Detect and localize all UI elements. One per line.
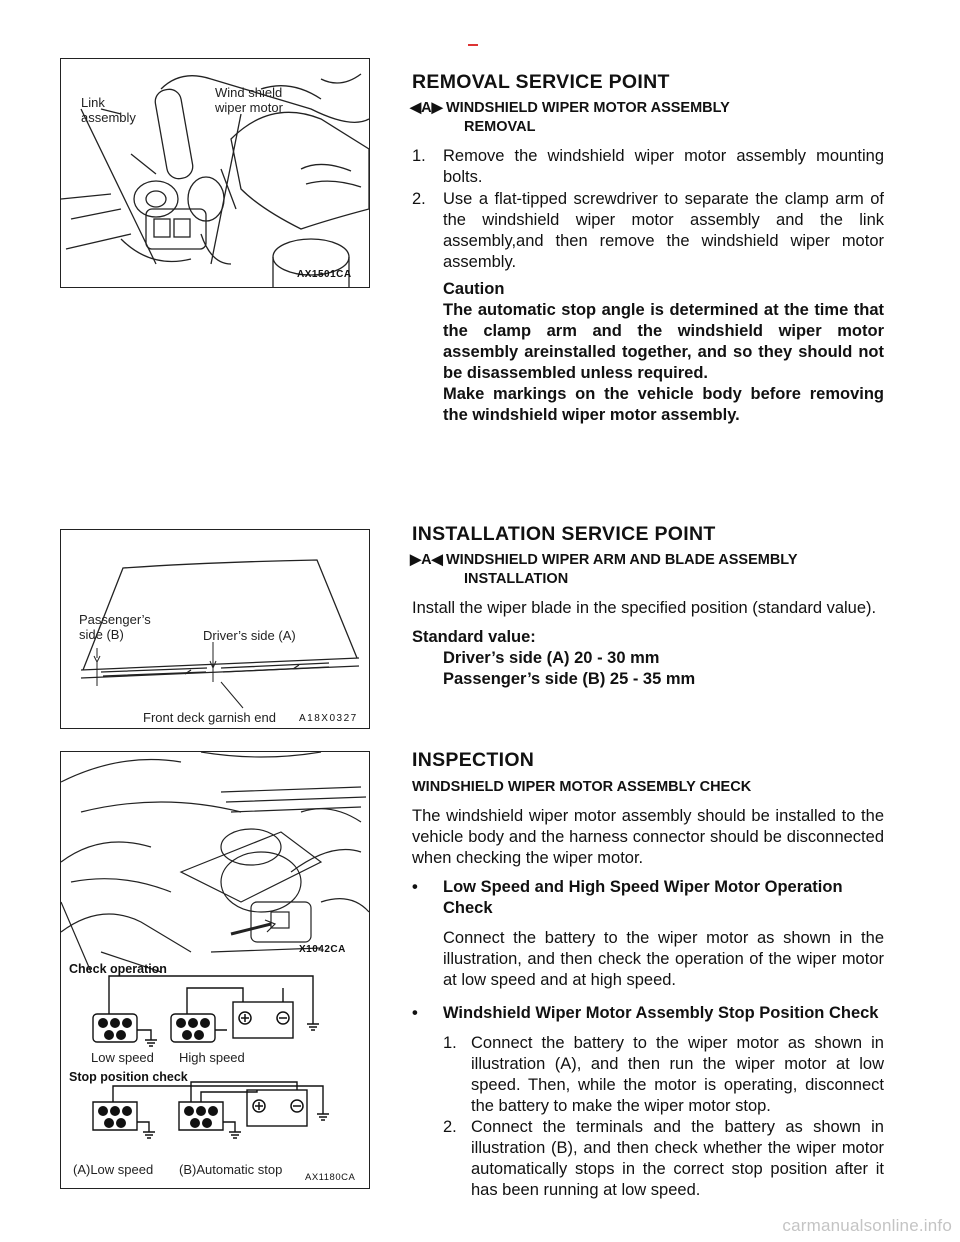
figure-blade-position: Passenger’s side (B) Driver’s side (A) F…	[60, 529, 370, 729]
standard-value-driver: Driver’s side (A) 20 - 30 mm	[443, 649, 660, 667]
standard-value-block: Standard value: Driver’s side (A) 20 - 3…	[412, 627, 884, 690]
wiper-motor-label: Wind shield wiper motor	[215, 85, 283, 115]
figure-code-top: X1042CA	[299, 944, 346, 955]
stop-step-2: 2. Connect the terminals and the battery…	[443, 1117, 884, 1201]
b-automatic-stop-label: (B)Automatic stop	[179, 1162, 283, 1177]
inspection-intro: The windshield wiper motor assembly shou…	[412, 807, 884, 867]
removal-step-2: 2. Use a flat-tipped screwdriver to sepa…	[412, 189, 884, 273]
installation-heading: INSTALLATION SERVICE POINT	[412, 523, 716, 545]
step-number: 1.	[412, 147, 426, 165]
caution-title: Caution	[443, 280, 505, 298]
stop-step-1: 1. Connect the battery to the wiper moto…	[443, 1033, 884, 1117]
step-number: 2.	[443, 1118, 457, 1136]
step-text: Use a flat-tipped screwdriver to separat…	[443, 190, 884, 271]
step-text: Connect the battery to the wiper motor a…	[471, 1034, 884, 1115]
removal-step-1: 1. Remove the windshield wiper motor ass…	[412, 146, 884, 188]
figure-code: AX1180CA	[305, 1172, 356, 1183]
inspection-heading: INSPECTION	[412, 749, 535, 771]
figure-inspection: X1042CA Check operation Low speed High s…	[60, 751, 370, 1189]
bullet-text: Connect the battery to the wiper motor a…	[443, 929, 884, 989]
passenger-side-label: Passenger’s side (B)	[79, 612, 151, 642]
bullet-icon: •	[412, 878, 418, 896]
installation-subheading: ▶A◀ WINDSHIELD WIPER ARM AND BLADE ASSEM…	[410, 551, 884, 589]
bullet-title: Low Speed and High Speed Wiper Motor Ope…	[443, 878, 843, 917]
installation-subheading-line1: WINDSHIELD WIPER ARM AND BLADE ASSEMBLY	[446, 552, 798, 568]
bullet-title: Windshield Wiper Motor Assembly Stop Pos…	[443, 1004, 879, 1022]
step-number: 1.	[443, 1034, 457, 1052]
figure-wiper-motor-removal: Link assembly Wind shield wiper motor AX…	[60, 58, 370, 288]
installation-tag: ▶A◀	[410, 552, 443, 568]
bullet-icon: •	[412, 1004, 418, 1022]
inspection-item-speed-check: • Low Speed and High Speed Wiper Motor O…	[412, 877, 884, 991]
caution-block: Caution The automatic stop angle is dete…	[412, 279, 884, 426]
watermark: carmanualsonline.info	[782, 1216, 952, 1235]
inspection-illustration	[61, 752, 369, 1139]
high-speed-label: High speed	[179, 1050, 245, 1065]
standard-value-passenger: Passenger’s side (B) 25 - 35 mm	[443, 670, 696, 688]
removal-subheading-line2: REMOVAL	[464, 119, 536, 135]
caution-text-1: The automatic stop angle is determined a…	[443, 301, 884, 382]
step-text: Connect the terminals and the battery as…	[471, 1118, 884, 1199]
low-speed-label: Low speed	[91, 1050, 154, 1065]
removal-tag: ◀A▶	[410, 100, 443, 116]
motor-removal-illustration	[61, 73, 369, 287]
figure-code: AX1501CA	[297, 269, 352, 280]
installation-section: INSTALLATION SERVICE POINT ▶A◀ WINDSHIEL…	[410, 523, 884, 690]
link-assembly-label: Link assembly	[81, 95, 136, 125]
page-mark	[468, 44, 478, 46]
inspection-section: INSPECTION WINDSHIELD WIPER MOTOR ASSEMB…	[412, 750, 884, 1201]
a-low-speed-label: (A)Low speed	[73, 1162, 154, 1177]
check-operation-label: Check operation	[69, 962, 167, 976]
standard-value-title: Standard value:	[412, 628, 536, 646]
removal-subheading: ◀A▶ WINDSHIELD WIPER MOTOR ASSEMBLY REMO…	[410, 99, 884, 137]
figure-code: A18X0327	[299, 713, 358, 724]
front-deck-garnish-label: Front deck garnish end	[143, 710, 276, 725]
step-text: Remove the windshield wiper motor assemb…	[443, 147, 884, 186]
inspection-subheading: WINDSHIELD WIPER MOTOR ASSEMBLY CHECK	[412, 779, 752, 795]
removal-subheading-line1: WINDSHIELD WIPER MOTOR ASSEMBLY	[446, 100, 730, 116]
step-number: 2.	[412, 190, 426, 208]
inspection-item-stop-position: • Windshield Wiper Motor Assembly Stop P…	[412, 1003, 884, 1201]
installation-subheading-line2: INSTALLATION	[464, 571, 569, 587]
caution-text-2: Make markings on the vehicle body before…	[443, 385, 884, 424]
removal-section: REMOVAL SERVICE POINT ◀A▶ WINDSHIELD WIP…	[410, 71, 884, 426]
driver-side-label: Driver’s side (A)	[203, 628, 296, 643]
stop-position-check-label: Stop position check	[69, 1070, 188, 1084]
installation-body: Install the wiper blade in the specified…	[412, 599, 877, 617]
blade-position-illustration	[80, 559, 360, 709]
removal-heading: REMOVAL SERVICE POINT	[412, 71, 670, 93]
